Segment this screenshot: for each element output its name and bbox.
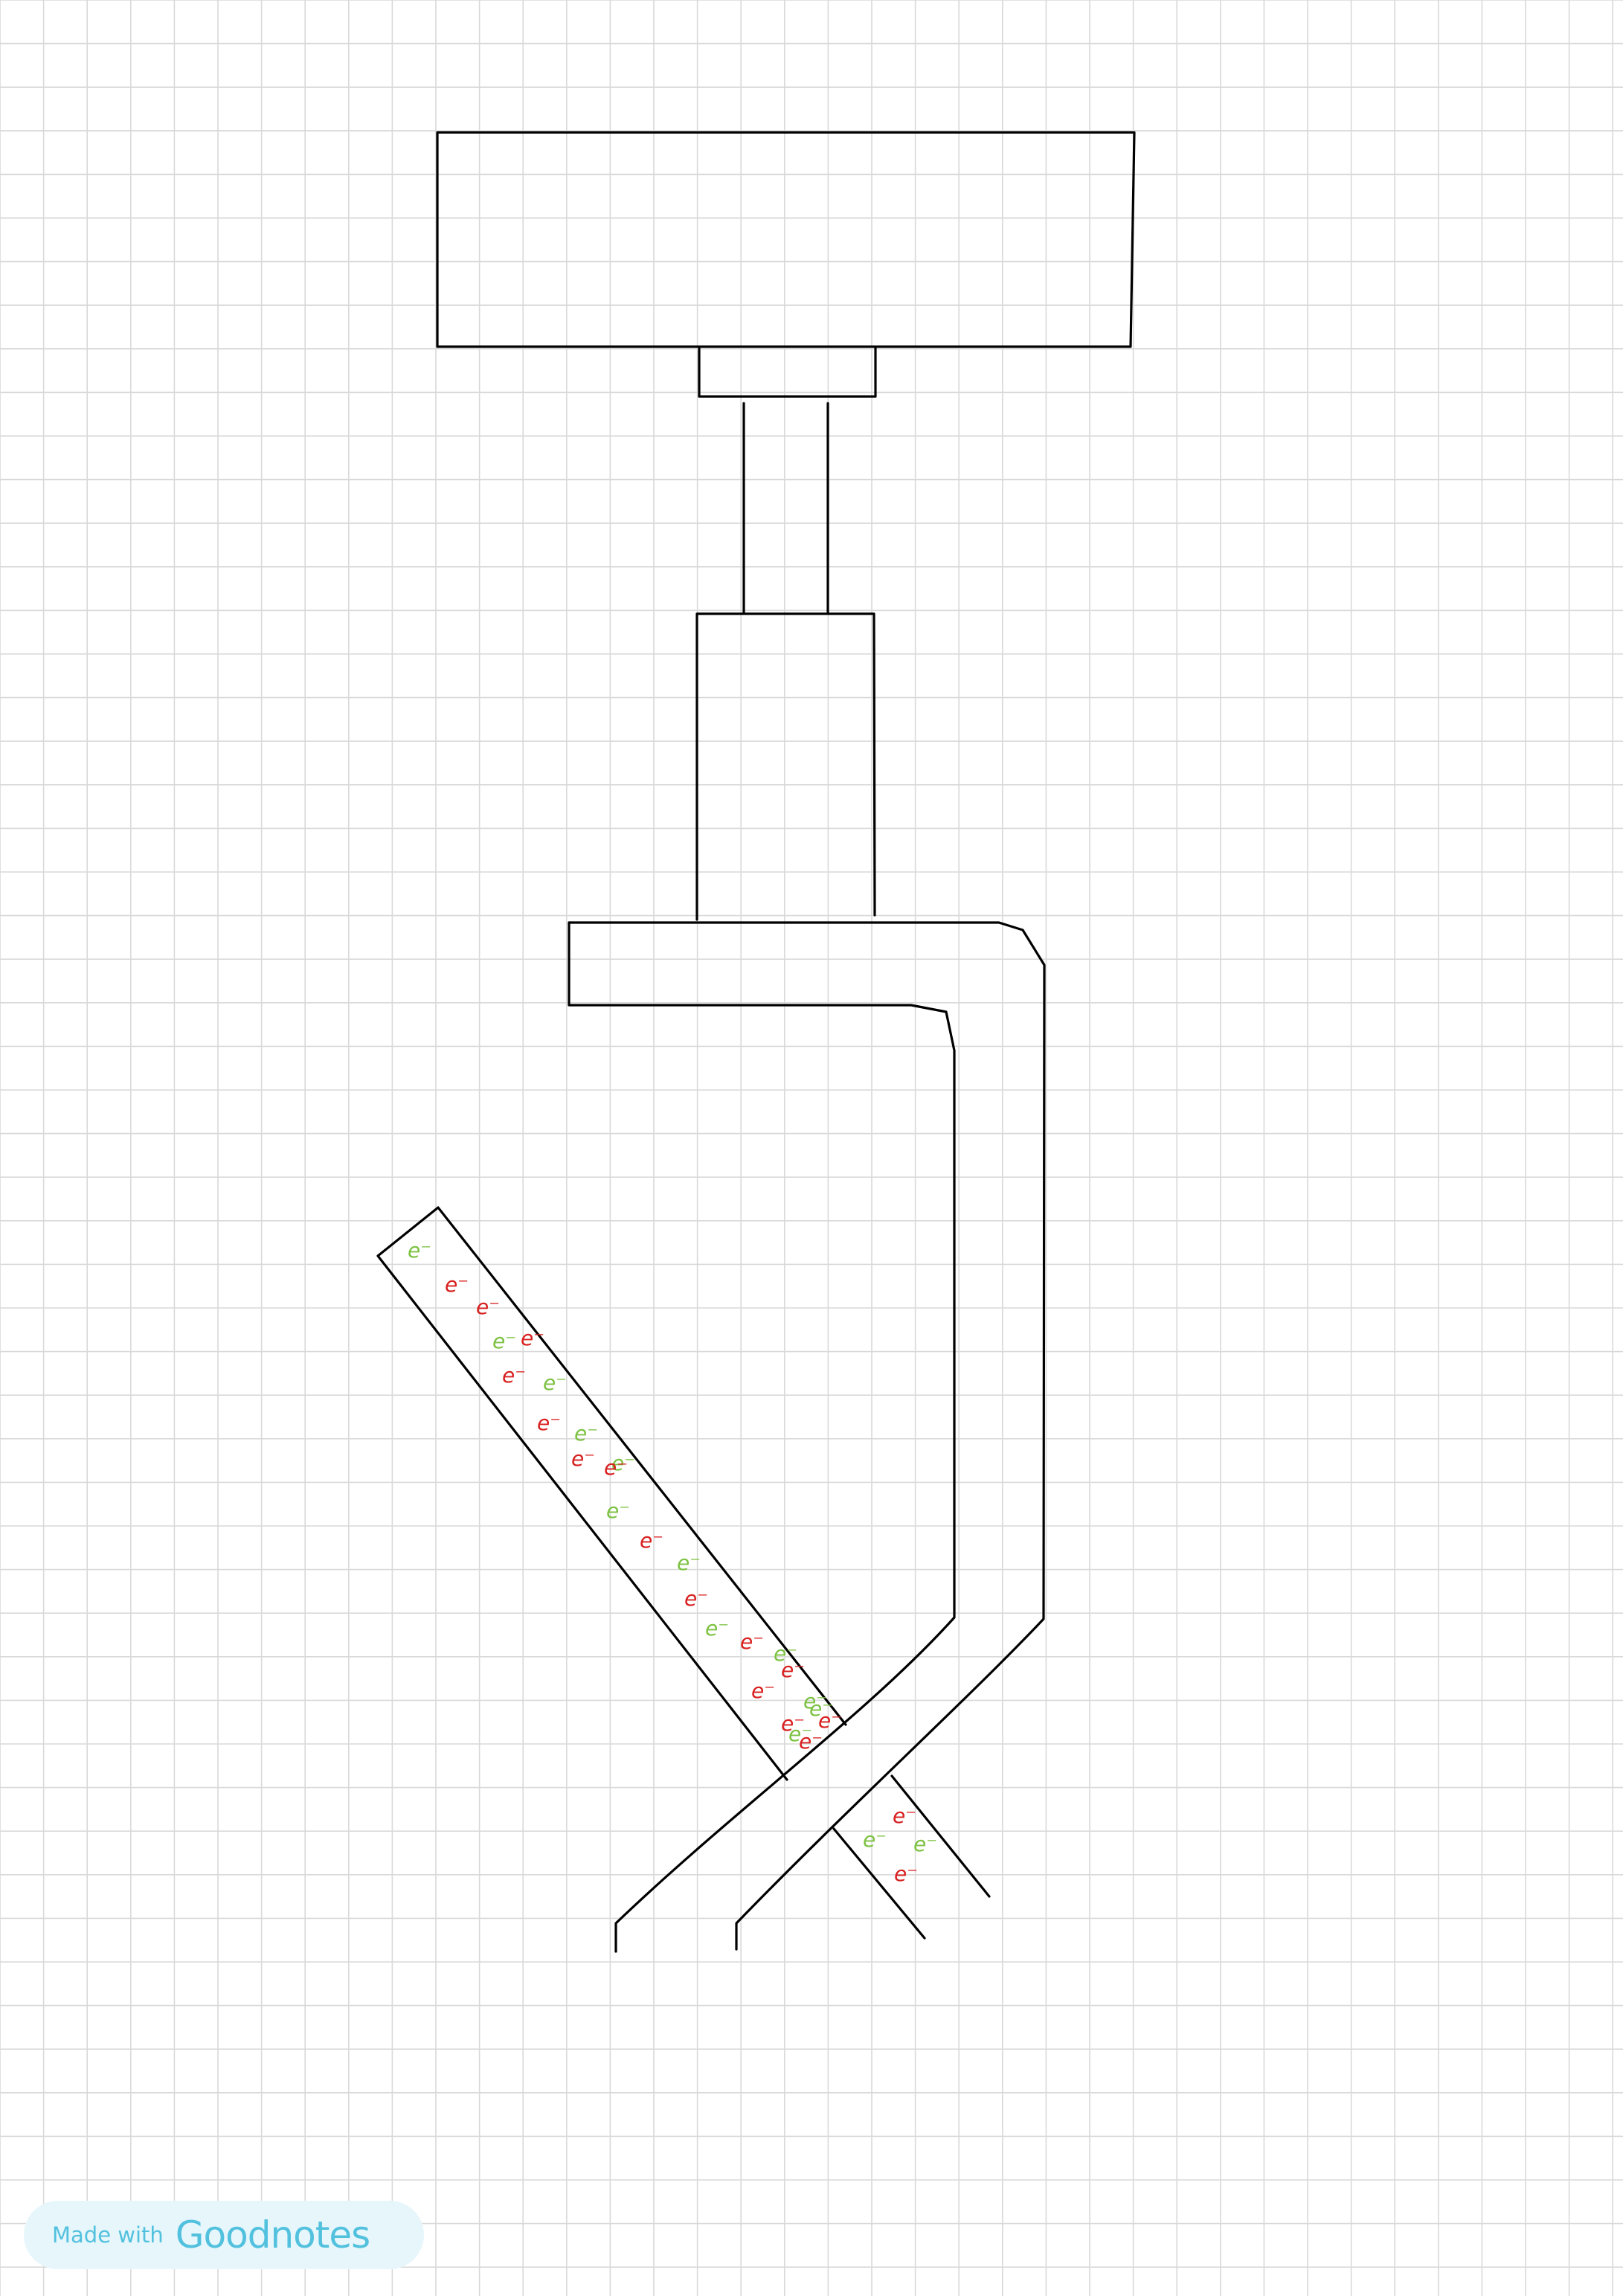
electron-label: e⁻ [571,1446,595,1471]
j-tube-outer [568,921,1046,1951]
electron-label: e⁻ [640,1528,663,1553]
small-tube-left [832,1827,926,1940]
electron-label: e⁻ [893,1803,916,1828]
diagonal-tube [376,1206,847,1781]
electron-label: e⁻ [803,1689,827,1713]
electron-label: e⁻ [611,1451,635,1475]
small-tube-right [890,1774,991,1898]
column-body [695,612,876,921]
electron-label: e⁻ [705,1616,729,1641]
electron-label: e⁻ [781,1711,805,1736]
electron-label: e⁻ [537,1411,561,1435]
goodnotes-watermark: Made with Goodnotes [24,2201,424,2269]
electron-label: e⁻ [502,1363,526,1388]
electron-label: e⁻ [781,1658,805,1682]
electron-label: e⁻ [751,1678,775,1703]
top-box [436,131,1136,348]
electron-label: e⁻ [476,1295,500,1319]
electron-label: e⁻ [604,1455,628,1480]
electron-label: e⁻ [809,1696,833,1721]
electron-label: e⁻ [818,1708,842,1733]
electron-label: e⁻ [684,1586,708,1611]
electron-label: e⁻ [677,1551,701,1575]
electron-label: e⁻ [492,1329,516,1353]
watermark-brand: Goodnotes [175,2213,370,2257]
electron-label: e⁻ [788,1722,812,1746]
electron-label: e⁻ [863,1827,887,1852]
j-tube-inner [568,921,956,1953]
electron-label: e⁻ [606,1498,630,1523]
electron-label: e⁻ [913,1832,937,1856]
electron-label: e⁻ [774,1641,797,1666]
electron-label: e⁻ [894,1862,918,1886]
electron-label: e⁻ [445,1272,469,1297]
electron-label: e⁻ [574,1421,598,1446]
electron-label: e⁻ [521,1326,544,1350]
electron-label: e⁻ [740,1629,764,1654]
electron-labels: e⁻e⁻e⁻e⁻e⁻e⁻e⁻e⁻e⁻e⁻e⁻e⁻e⁻e⁻e⁻e⁻e⁻e⁻e⁻e⁻… [408,1238,937,1886]
electron-label: e⁻ [543,1370,567,1395]
electron-label: e⁻ [408,1238,431,1263]
connector-block [698,347,877,398]
electron-label: e⁻ [799,1729,823,1754]
apparatus-drawing [376,131,1136,1953]
watermark-prefix: Made with [52,2222,164,2248]
